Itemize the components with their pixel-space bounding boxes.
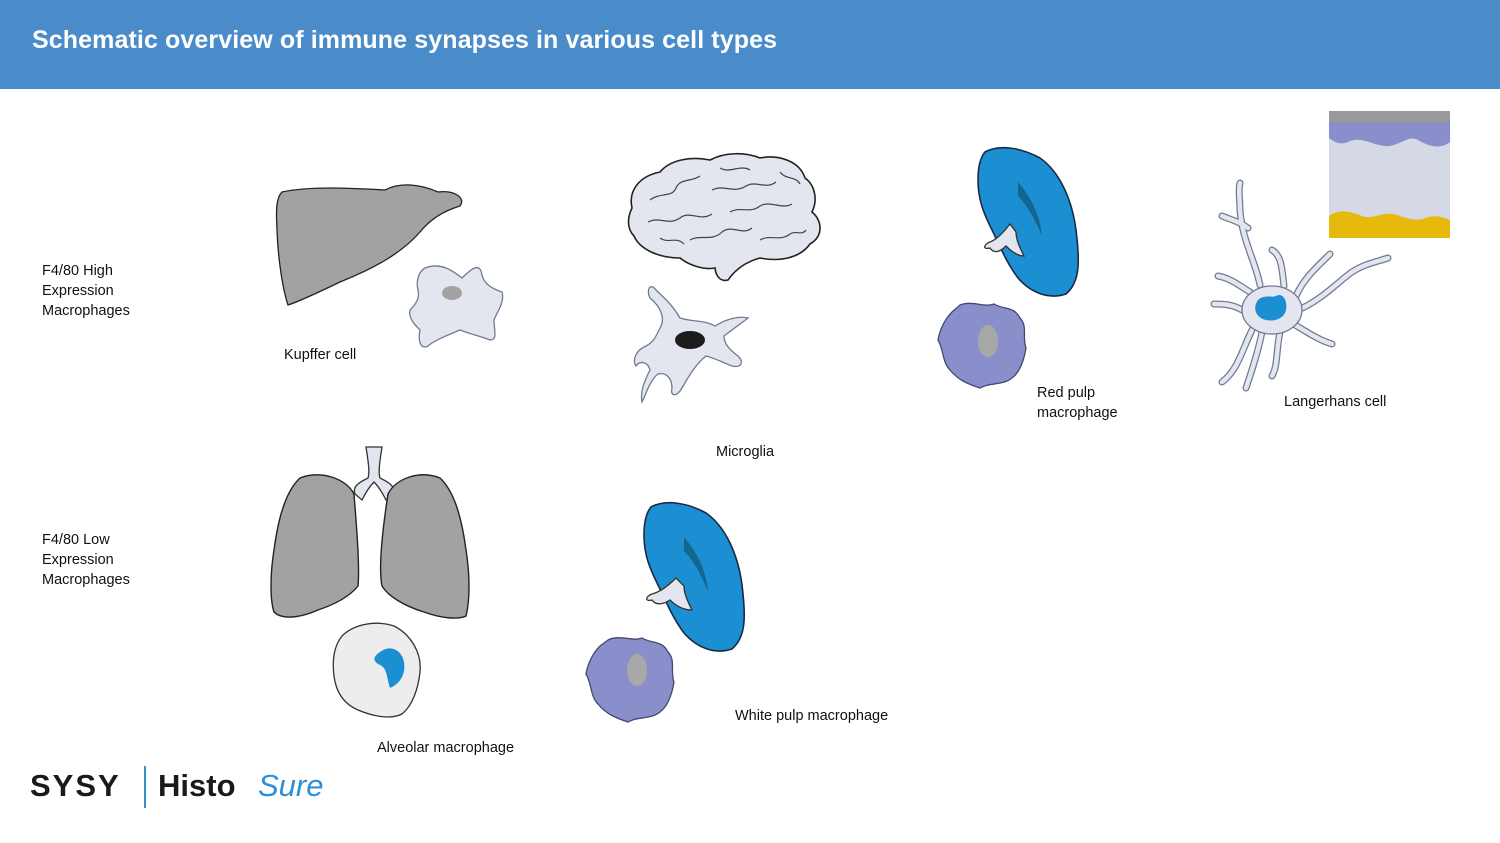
row-label-low: F4/80 Low Expression Macrophages	[42, 532, 130, 588]
label-white-pulp-macrophage: White pulp macrophage	[735, 708, 889, 724]
alveolar-nucleus-icon	[374, 648, 405, 688]
logo-product-suffix: Sure	[258, 768, 324, 803]
logo-brand: SYSY	[30, 768, 121, 803]
logo-divider	[144, 766, 146, 808]
lungs-icon	[270, 446, 470, 619]
logo-product-prefix: Histo	[158, 768, 236, 803]
white-pulp-nucleus-icon	[627, 654, 647, 686]
brain-icon	[627, 152, 821, 282]
company-logo: SYSY Histo Sure	[30, 764, 350, 810]
label-langerhans-cell: Langerhans cell	[1284, 394, 1387, 410]
page-title: Schematic overview of immune synapses in…	[32, 26, 778, 54]
red-pulp-nucleus-icon	[978, 325, 998, 357]
langerhans-nucleus-icon	[1255, 294, 1287, 321]
label-microglia: Microglia	[716, 444, 775, 460]
liver-icon	[275, 184, 463, 306]
alveolar-macrophage-icon	[332, 622, 421, 718]
microglia-nucleus-icon	[675, 331, 705, 349]
title-banner: Schematic overview of immune synapses in…	[0, 0, 1500, 89]
kupffer-nucleus-icon	[442, 286, 462, 300]
langerhans-cell-icon	[1210, 179, 1392, 392]
row-label-high: F4/80 High Expression Macrophages	[42, 263, 130, 319]
kupffer-cell-icon	[409, 265, 504, 348]
spleen-icon-lower	[643, 501, 746, 652]
label-kupffer-cell: Kupffer cell	[284, 347, 357, 363]
skin-layers-icon	[1329, 111, 1450, 238]
spleen-icon	[977, 146, 1080, 297]
label-alveolar-macrophage: Alveolar macrophage	[377, 740, 515, 756]
label-red-pulp-macrophage: Red pulp macrophage	[1037, 385, 1118, 421]
